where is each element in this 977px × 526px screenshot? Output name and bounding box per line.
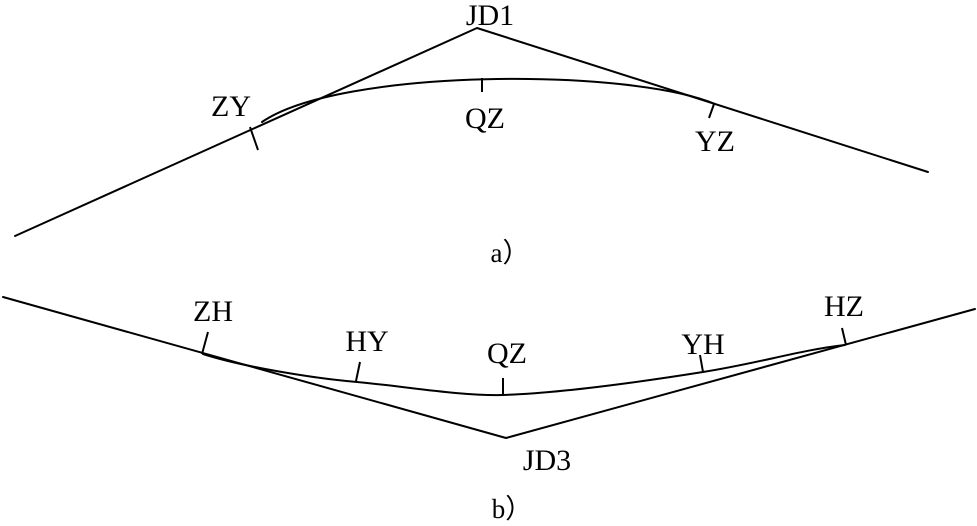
panel-a-tangent-lines (14, 27, 929, 237)
panel-b-caption: b） (492, 494, 533, 524)
panel-b-hz-tick (841, 327, 847, 346)
panel-a-qz-label: QZ (465, 102, 505, 135)
panel-b-zh-tick (201, 331, 209, 355)
panel-b: ZH HY QZ YH HZ JD3 b） (2, 290, 976, 524)
panel-b-hy-tick (355, 361, 361, 382)
panel-b-yh-tick (699, 354, 704, 373)
panel-b-qz-label: QZ (487, 337, 527, 370)
panel-b-hz-label: HZ (824, 290, 864, 323)
panel-a-vertex-label: JD1 (466, 0, 514, 32)
panel-a-caption: a） (491, 238, 530, 268)
panel-a-yz-label: YZ (695, 125, 735, 158)
panel-a-zy-label: ZY (211, 90, 251, 123)
panel-b-hy-label: HY (345, 325, 388, 358)
panel-a-circular-curve (261, 77, 716, 123)
panel-b-spiral-curve (202, 344, 846, 397)
panel-a: JD1 ZY QZ YZ a） (14, 0, 929, 268)
panel-a-yz-tick (708, 103, 715, 119)
panel-b-yh-label: YH (681, 328, 724, 361)
panel-b-vertex-label: JD3 (523, 444, 571, 477)
panel-b-zh-label: ZH (193, 295, 233, 328)
panel-b-tangent-lines (2, 296, 976, 439)
panel-a-zy-tick (249, 126, 259, 151)
